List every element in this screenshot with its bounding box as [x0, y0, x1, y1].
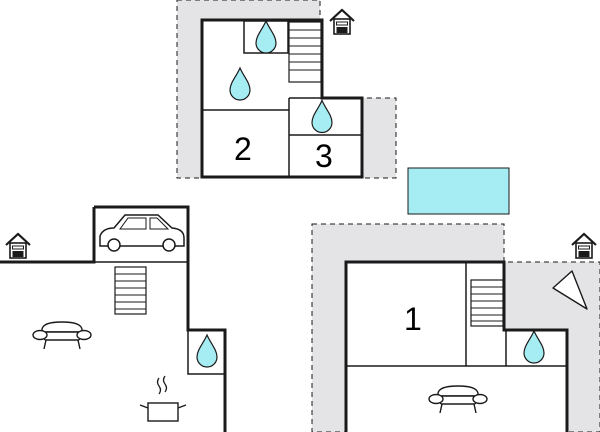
room-2-label: 2 — [234, 131, 252, 167]
stairs-icon — [288, 21, 322, 83]
house-entrance-icon — [570, 232, 598, 260]
stairs-icon — [114, 266, 147, 315]
sofa-icon — [32, 321, 92, 350]
swimming-pool — [407, 167, 510, 215]
cooking-pot-icon — [139, 375, 187, 422]
house-entrance-icon — [328, 8, 356, 36]
car-icon — [99, 214, 185, 252]
water-drop-icon — [196, 334, 218, 368]
house-entrance-icon — [4, 232, 32, 260]
compass-arrow-icon — [552, 270, 588, 310]
building-right — [344, 260, 569, 432]
building-upper-floor — [200, 18, 364, 179]
building-left — [0, 205, 227, 432]
stairs-icon — [470, 279, 504, 327]
room-3-label: 3 — [315, 138, 333, 174]
room-1-label: 1 — [404, 301, 422, 337]
